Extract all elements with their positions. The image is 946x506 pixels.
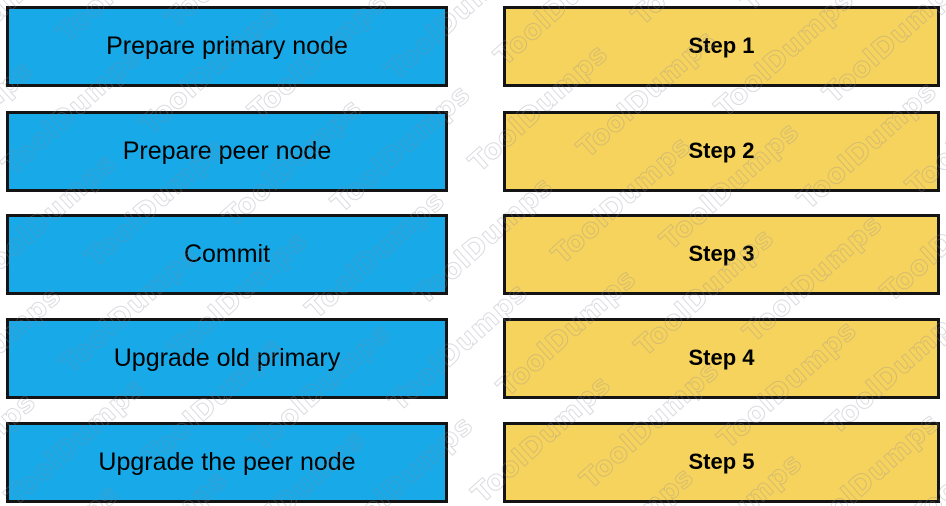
task-box-3[interactable]: Commit	[6, 214, 448, 295]
task-box-2-label: Prepare peer node	[122, 136, 332, 165]
step-box-4[interactable]: Step 4	[503, 318, 940, 399]
task-box-1-label: Prepare primary node	[106, 31, 348, 60]
task-box-1[interactable]: Prepare primary node	[6, 6, 448, 87]
step-box-5[interactable]: Step 5	[503, 422, 940, 503]
task-box-5-label: Upgrade the peer node	[98, 447, 356, 476]
task-box-3-label: Commit	[183, 239, 271, 268]
task-box-2[interactable]: Prepare peer node	[6, 111, 448, 192]
step-box-2[interactable]: Step 2	[503, 111, 940, 192]
step-box-2-label: Step 2	[688, 138, 755, 164]
task-box-5[interactable]: Upgrade the peer node	[6, 422, 448, 503]
step-box-4-label: Step 4	[688, 345, 755, 371]
step-box-1-label: Step 1	[688, 33, 755, 59]
step-box-5-label: Step 5	[688, 449, 755, 475]
task-box-4-label: Upgrade old primary	[113, 343, 341, 372]
step-box-3[interactable]: Step 3	[503, 214, 940, 295]
step-box-3-label: Step 3	[688, 241, 755, 267]
task-box-4[interactable]: Upgrade old primary	[6, 318, 448, 399]
step-box-1[interactable]: Step 1	[503, 6, 940, 87]
